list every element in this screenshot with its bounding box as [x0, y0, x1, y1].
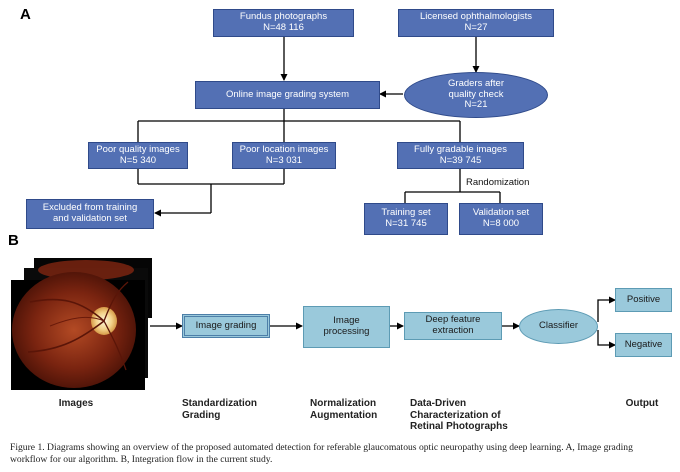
stage-data-driven-line1: Data-Driven: [410, 398, 467, 409]
fully-gradable-count: N=39 745: [439, 154, 482, 166]
randomization-label: Randomization: [466, 177, 530, 188]
stage-normalization: Normalization Augmentation: [310, 398, 400, 421]
figure-caption: Figure 1. Diagrams showing an overview o…: [10, 442, 633, 466]
poor-location-count: N=3 031: [265, 154, 303, 166]
fundus-image-stack: [11, 258, 152, 390]
fundus-photographs-title: Fundus photographs: [239, 11, 328, 23]
fully-gradable-box: Fully gradable images N=39 745: [397, 142, 524, 169]
stage-normalization-line2: Augmentation: [310, 409, 378, 421]
ophthalmologists-title: Licensed ophthalmologists: [420, 11, 532, 23]
image-grading-box: Image grading: [182, 314, 270, 338]
excluded-line2: and validation set: [53, 213, 127, 224]
negative-box: Negative: [615, 333, 672, 357]
deep-feature-line1: Deep feature: [425, 314, 481, 326]
validation-set-count: N=8 000: [482, 218, 520, 229]
positive-label: Positive: [626, 293, 661, 305]
deep-feature-box: Deep feature extraction: [404, 312, 502, 340]
training-set-title: Training set: [381, 207, 431, 219]
validation-set-title: Validation set: [472, 207, 530, 219]
fundus-photographs-box: Fundus photographs N=48 116: [213, 9, 354, 37]
training-set-box: Training set N=31 745: [364, 203, 448, 235]
online-grading-box: Online image grading system: [195, 81, 380, 109]
poor-location-box: Poor location images N=3 031: [232, 142, 336, 169]
stage-standardization-line1: Standardization: [182, 398, 258, 409]
stage-data-driven-line3: Retinal Photographs: [410, 421, 508, 432]
stage-normalization-line1: Normalization: [310, 398, 377, 409]
classifier-ellipse: Classifier: [519, 309, 598, 344]
stage-data-driven: Data-Driven Characterization of Retinal …: [410, 398, 530, 433]
poor-quality-count: N=5 340: [119, 154, 157, 166]
image-grading-label: Image grading: [195, 319, 257, 331]
stage-standardization-line2: Grading: [182, 409, 221, 421]
image-processing-line1: Image: [333, 315, 360, 327]
ophthalmologists-count: N=27: [464, 22, 488, 33]
panel-a-label: A: [20, 6, 31, 23]
retina-photo: [12, 272, 136, 388]
stage-standardization: Standardization Grading: [182, 398, 282, 421]
graders-ellipse: Graders after quality check N=21: [404, 72, 548, 118]
training-set-count: N=31 745: [385, 218, 427, 229]
arrow-classifier-to-negative: [597, 330, 616, 349]
validation-set-box: Validation set N=8 000: [459, 203, 543, 235]
fundus-photographs-count: N=48 116: [263, 22, 304, 33]
stage-data-driven-line2: Characterization of: [410, 409, 501, 421]
poor-quality-box: Poor quality images N=5 340: [88, 142, 188, 169]
poor-quality-title: Poor quality images: [96, 143, 180, 155]
stage-output-text: Output: [625, 398, 659, 409]
excluded-line1: Excluded from training: [42, 202, 138, 214]
stage-images-text: Images: [58, 398, 94, 409]
fully-gradable-title: Fully gradable images: [414, 143, 507, 155]
arrow-classifier-to-positive: [597, 296, 616, 322]
deep-feature-line2: extraction: [432, 325, 474, 336]
poor-location-title: Poor location images: [239, 143, 329, 155]
graders-count: N=21: [464, 99, 488, 111]
classifier-label: Classifier: [538, 320, 579, 332]
graders-line1: Graders after: [448, 77, 504, 89]
online-grading-label: Online image grading system: [225, 88, 350, 100]
image-processing-line2: processing: [323, 326, 370, 337]
negative-label: Negative: [624, 338, 663, 350]
panel-b-label: B: [8, 232, 19, 249]
stage-images: Images: [46, 398, 106, 410]
stage-output: Output: [612, 398, 672, 410]
image-processing-box: Image processing: [303, 306, 390, 348]
graders-line2: quality check: [448, 88, 504, 100]
excluded-box: Excluded from training and validation se…: [26, 199, 154, 229]
ophthalmologists-box: Licensed ophthalmologists N=27: [398, 9, 554, 37]
positive-box: Positive: [615, 288, 672, 312]
